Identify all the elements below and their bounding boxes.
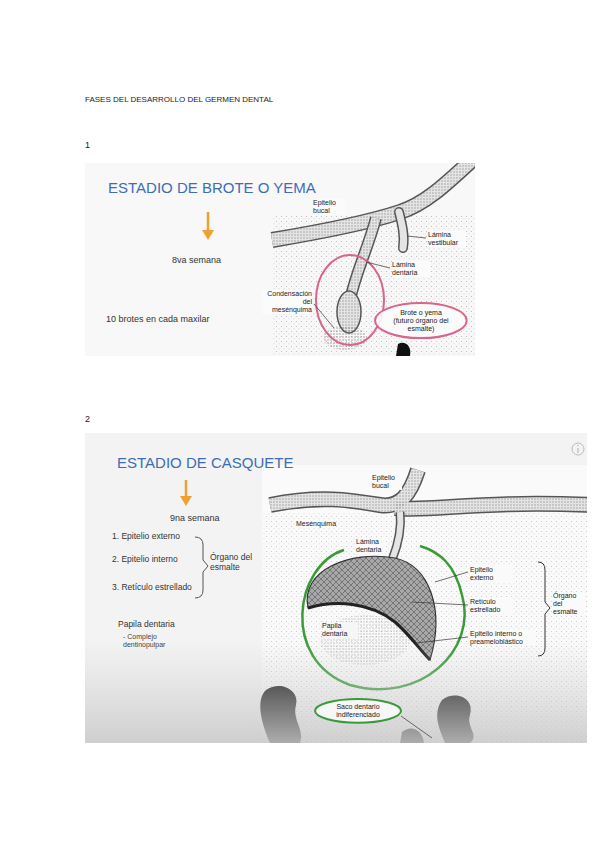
down-arrow <box>185 480 188 498</box>
image-panel <box>85 433 587 743</box>
highlight-ellipse: Saco dentario indiferenciado <box>314 698 402 724</box>
part-label: Retículo estrellado <box>470 598 512 614</box>
group-label: Órgano del esmalte <box>210 553 264 573</box>
section-number: 1 <box>85 140 90 150</box>
week-note: 9na semana <box>170 513 220 523</box>
arrow-head <box>180 496 192 506</box>
ellipse-shape <box>375 303 467 338</box>
ellipse-label: Saco dentario indiferenciado <box>329 703 387 719</box>
info-icon <box>572 443 584 455</box>
section-number: 2 <box>85 414 90 424</box>
part-label: Lámina dentaria <box>392 261 430 277</box>
down-arrow <box>207 212 210 232</box>
ellipse-shape <box>315 699 401 723</box>
bracket <box>538 562 550 656</box>
part-label: Epitelio interno o preameloblástico <box>470 630 536 646</box>
count-note: 10 brotes en cada maxilar <box>106 314 210 324</box>
cap-stage-figure <box>85 465 587 743</box>
list-subitem: - Complejo dentinopulpar <box>123 633 178 649</box>
ellipse-label: Brote o yema (futuro órgano del esmalte) <box>390 309 452 333</box>
list-item: 1. Epitelio externo <box>112 532 180 542</box>
stage-title: ESTADIO DE CASQUETE <box>117 454 293 471</box>
list-item: 2. Epitelio interno <box>112 555 178 565</box>
part-label: Mesénquima <box>296 520 336 528</box>
leader-lines <box>401 572 468 738</box>
part-label: Epitelio bucal <box>372 474 402 490</box>
group-label: Órgano del esmalte <box>553 592 585 616</box>
part-label: Lámina dentaria <box>356 538 386 554</box>
highlight-ellipse: Brote o yema (futuro órgano del esmalte) <box>374 302 468 339</box>
bracket <box>195 537 208 598</box>
week-note: 8va semana <box>172 255 221 265</box>
arrow-head <box>202 230 214 240</box>
page-title: FASES DEL DESARROLLO DEL GERMEN DENTAL <box>85 95 273 104</box>
part-label: Condensación del mesénquima <box>262 290 312 314</box>
stage-title: ESTADIO DE BROTE O YEMA <box>108 179 316 196</box>
part-label: Lámina vestibular <box>428 231 466 247</box>
list-item: 3. Retículo estrellado <box>112 583 192 593</box>
part-label: Epitelio externo <box>470 566 512 582</box>
image-panel <box>85 163 475 356</box>
list-heading: Papila dentaria <box>118 620 175 630</box>
part-label: Epitelio bucal <box>313 199 347 215</box>
part-label: Papila dentaria <box>322 622 358 638</box>
